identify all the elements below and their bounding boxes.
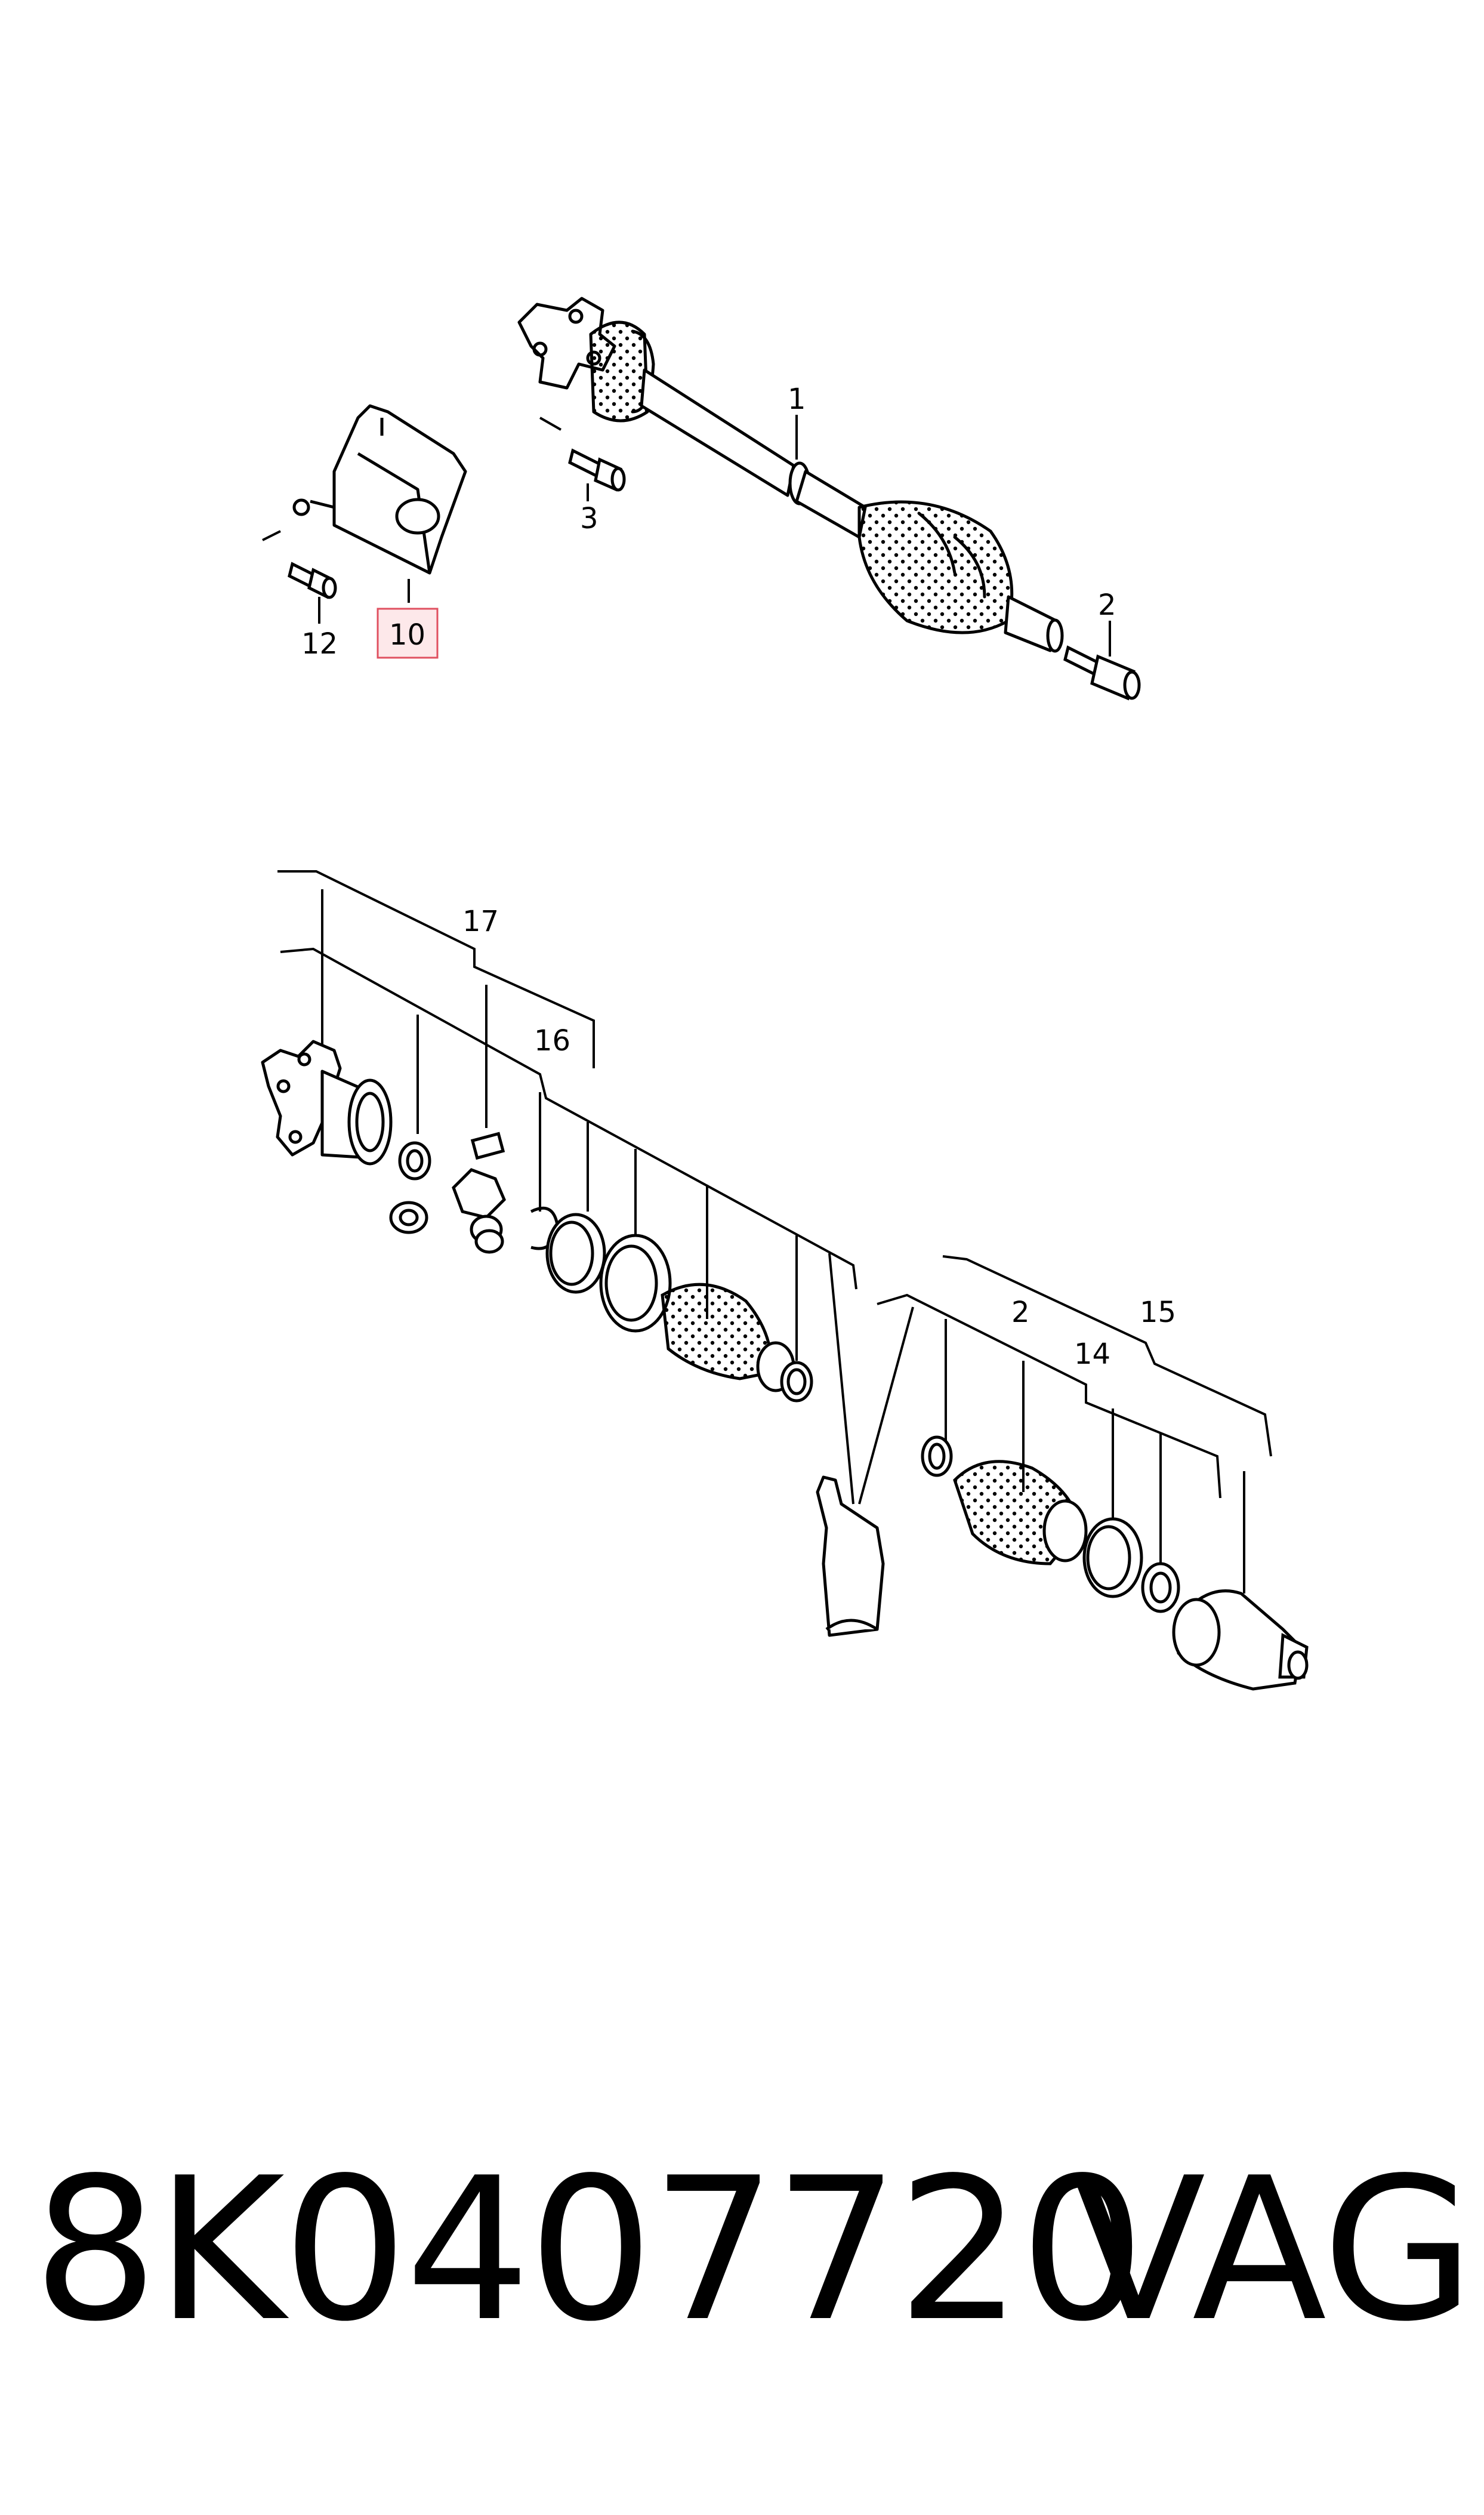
heat-shield: [292, 404, 467, 575]
callout-10-highlight: [377, 608, 439, 659]
outer-joint-parts: [921, 1435, 1309, 1691]
callout-15: 15: [1140, 1296, 1176, 1329]
bracket-lines: [277, 870, 1272, 1594]
part-number: 8K0407720: [33, 2135, 1145, 2365]
small-parts: [389, 1132, 813, 1403]
callout-2-lower: 2: [1011, 1296, 1030, 1329]
bolt-3: [568, 448, 626, 492]
callout-16: 16: [534, 1024, 570, 1058]
callout-17: 17: [462, 905, 499, 938]
callout-3: 3: [580, 502, 598, 535]
bolt-12: [288, 562, 337, 599]
grease-tube: [816, 1475, 885, 1637]
drive-shaft: [517, 297, 1064, 653]
callout-labels: 1 2 3 10 12 17 16 2 15 14: [301, 383, 1176, 1371]
bolt-2: [1063, 645, 1141, 701]
brand-name: VAG: [1071, 2135, 1474, 2365]
callout-1: 1: [788, 383, 806, 416]
callout-10: 10: [389, 618, 425, 652]
callout-14: 14: [1074, 1337, 1110, 1371]
callout-12: 12: [301, 627, 338, 661]
callout-2: 2: [1098, 588, 1116, 622]
leader-lines-top: [262, 415, 1111, 657]
joint-housing: [261, 1040, 393, 1166]
